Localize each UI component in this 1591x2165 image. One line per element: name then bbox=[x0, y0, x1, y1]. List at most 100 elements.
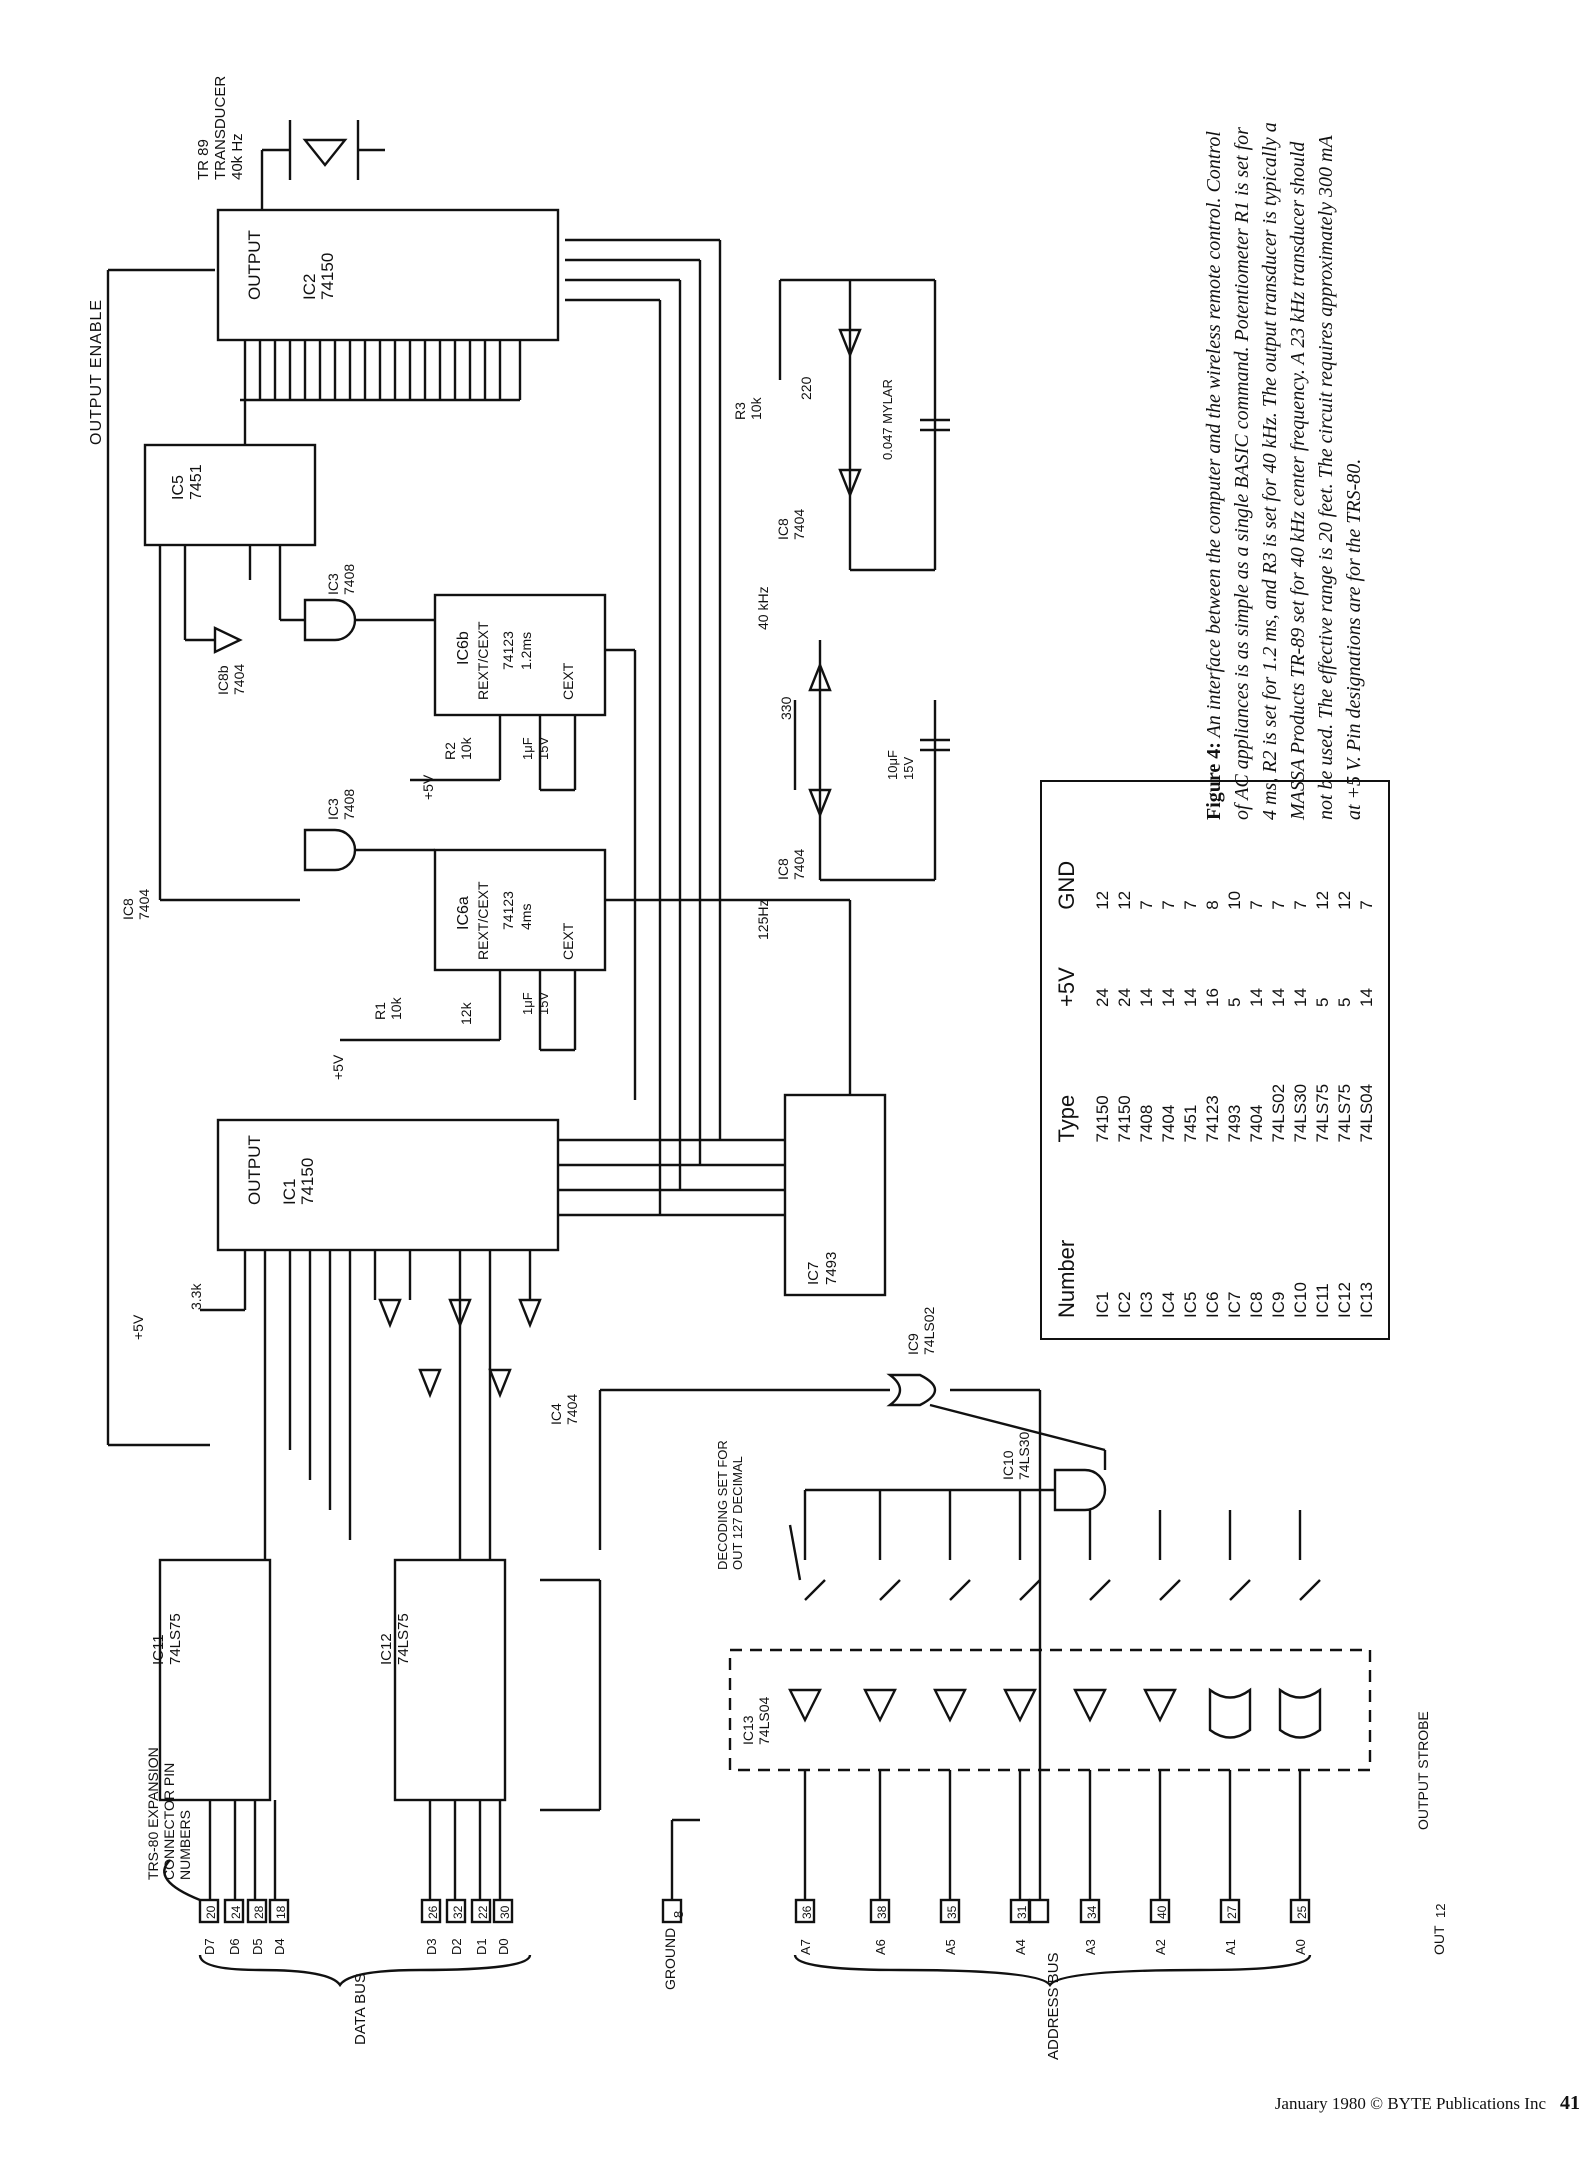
data-bus-label: DATA BUS bbox=[352, 1973, 369, 2045]
table-cell: IC3 bbox=[1137, 1291, 1156, 1318]
data-pin-d4-num: 18 bbox=[274, 1905, 288, 1919]
plus5v-label-3: +5V bbox=[130, 1314, 146, 1340]
table-cell: 12 bbox=[1115, 890, 1134, 910]
r2-value: 10k bbox=[458, 737, 474, 760]
address-pin-a7: A7 bbox=[798, 1939, 813, 1955]
table-cell: 5 bbox=[1335, 997, 1354, 1007]
data-pin-d5-num: 28 bbox=[252, 1905, 266, 1919]
r1-value: 10k bbox=[388, 997, 404, 1020]
table-cell: 74150 bbox=[1115, 1095, 1134, 1143]
output-strobe-label: OUTPUT STROBE bbox=[1415, 1711, 1431, 1830]
c1-value: 1μF bbox=[520, 992, 535, 1015]
ic1-body bbox=[216, 1118, 560, 1252]
ic6a-rext: REXT/CEXT bbox=[475, 881, 491, 960]
table-cell: 24 bbox=[1093, 988, 1112, 1007]
table-cell: 14 bbox=[1159, 988, 1178, 1007]
address-pin-a1-num: 27 bbox=[1225, 1905, 1239, 1919]
table-cell: 16 bbox=[1203, 988, 1222, 1007]
decoding-note: DECODING SET FOR OUT 127 DECIMAL bbox=[715, 1440, 745, 1570]
data-pin-d6-num: 24 bbox=[229, 1905, 243, 1919]
ic5-name: IC5 bbox=[170, 475, 187, 500]
ic10-name: IC10 bbox=[1000, 1450, 1016, 1480]
ic2-name: IC2 bbox=[300, 273, 319, 300]
transducer-label-3: 40k Hz bbox=[229, 133, 246, 180]
table-cell: IC2 bbox=[1115, 1291, 1134, 1318]
table-cell: 74LS75 bbox=[1335, 1083, 1354, 1143]
ic7-name: IC7 bbox=[805, 1261, 822, 1285]
address-pin-a3: A3 bbox=[1083, 1939, 1098, 1955]
ic7-body bbox=[783, 1093, 887, 1297]
ic2-type: 74150 bbox=[318, 252, 337, 300]
table-cell: 24 bbox=[1115, 988, 1134, 1007]
address-pin-a4-num: 31 bbox=[1015, 1905, 1029, 1919]
table-header-type: Type bbox=[1054, 1094, 1079, 1143]
table-cell: IC6 bbox=[1203, 1291, 1222, 1318]
c1-voltage: 15V bbox=[536, 991, 551, 1015]
table-cell: IC13 bbox=[1357, 1282, 1376, 1318]
transducer-label: TR 89 bbox=[195, 139, 212, 180]
r1-name: R1 bbox=[372, 1002, 388, 1020]
ic4-name: IC4 bbox=[548, 1403, 564, 1425]
connector-note: TRS-80 EXPANSION CONNECTOR PIN NUMBERS bbox=[145, 1747, 193, 1880]
ic3-type-top: 7408 bbox=[341, 563, 357, 595]
table-cell: 7451 bbox=[1181, 1104, 1200, 1143]
ic9-type: 74LS02 bbox=[921, 1306, 937, 1355]
ic1-name: IC1 bbox=[280, 1178, 299, 1205]
table-cell: 74123 bbox=[1203, 1095, 1222, 1143]
c2-voltage: 15V bbox=[536, 736, 551, 760]
ic11-body bbox=[158, 1558, 272, 1802]
address-pin-a3-num: 34 bbox=[1085, 1905, 1099, 1919]
freq-40k-label: 40 kHz bbox=[755, 586, 771, 630]
data-pin-d7-num: 20 bbox=[204, 1905, 218, 1919]
table-cell: IC4 bbox=[1159, 1291, 1178, 1318]
ic5-body bbox=[143, 443, 317, 547]
ic11-name: IC11 bbox=[150, 1634, 167, 1665]
ic8b-type: 7404 bbox=[231, 663, 247, 695]
ground-pin: 8 bbox=[671, 1910, 686, 1918]
table-cell: 74LS04 bbox=[1357, 1083, 1376, 1143]
ic8-name-mid: IC8 bbox=[775, 858, 791, 880]
table-cell: 74LS30 bbox=[1291, 1083, 1310, 1143]
ic6a-cext: CEXT bbox=[560, 922, 576, 960]
ic9-name: IC9 bbox=[905, 1333, 921, 1355]
address-pin-a5-num: 35 bbox=[945, 1905, 959, 1919]
out-label: OUT bbox=[1431, 1925, 1447, 1955]
data-pin-d0-num: 30 bbox=[498, 1905, 512, 1919]
address-bus-label: ADDRESS BUS bbox=[1045, 1952, 1062, 2060]
table-header-gnd: GND bbox=[1054, 860, 1079, 910]
data-pin-d7: D7 bbox=[202, 1938, 217, 1955]
r-12k: 12k bbox=[458, 1002, 474, 1025]
ic1-type: 74150 bbox=[298, 1157, 317, 1205]
ic3-name-top: IC3 bbox=[325, 573, 341, 595]
ic8-name-right: IC8 bbox=[775, 518, 791, 540]
data-pin-d2: D2 bbox=[449, 1938, 464, 1955]
ic1-output-label: OUTPUT bbox=[245, 1135, 264, 1205]
address-pin-a0-num: 25 bbox=[1295, 1905, 1309, 1919]
ic8b-name: IC8b bbox=[215, 665, 231, 695]
ic3-type-bottom: 7408 bbox=[341, 788, 357, 820]
table-cell: IC9 bbox=[1269, 1291, 1288, 1318]
ic8-name-top: IC8 bbox=[120, 898, 136, 920]
ic8-type-top: 7404 bbox=[136, 888, 152, 920]
ic2-body bbox=[216, 208, 560, 342]
data-pin-d1-num: 22 bbox=[476, 1905, 490, 1919]
address-pin-a1: A1 bbox=[1223, 1939, 1238, 1955]
caption-text: An interface between the computer and th… bbox=[1203, 122, 1365, 820]
data-pin-d0: D0 bbox=[496, 1938, 511, 1955]
table-cell: 14 bbox=[1181, 988, 1200, 1007]
plus5v-label-1: +5V bbox=[330, 1054, 346, 1080]
table-cell: 14 bbox=[1291, 988, 1310, 1007]
ic6a-type: 74123 bbox=[500, 891, 516, 930]
table-cell: 5 bbox=[1313, 997, 1332, 1007]
